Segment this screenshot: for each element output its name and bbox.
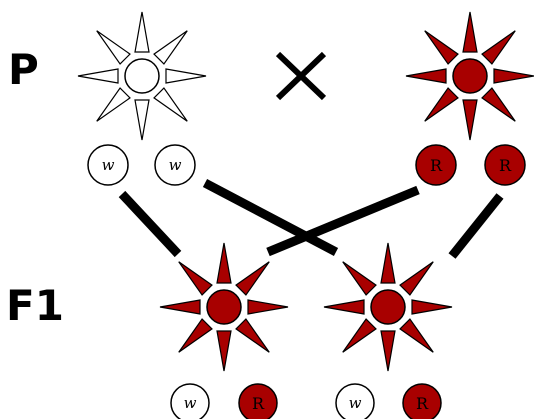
petal: [493, 68, 534, 84]
petal: [424, 30, 459, 65]
allele-circle: R: [402, 383, 442, 419]
line-parent1-w-to-offspring2: [202, 179, 339, 256]
flower-center: [206, 289, 242, 325]
petal: [424, 87, 459, 122]
petal: [481, 30, 516, 65]
petal: [165, 68, 207, 84]
flower-center: [124, 58, 160, 94]
petal: [380, 330, 396, 372]
allele-label: R: [499, 156, 512, 175]
petal: [216, 242, 232, 284]
line-parent2-r-to-offspring2: [448, 193, 504, 259]
petal: [380, 242, 396, 284]
petal: [96, 87, 131, 122]
generation-label-p: P: [8, 45, 39, 94]
flower-center: [370, 289, 406, 325]
parent-flower-white: [77, 11, 207, 141]
offspring-flower-1: [159, 242, 289, 372]
petal: [342, 261, 377, 296]
offspring1-alleles: w R: [170, 383, 278, 419]
offspring2-alleles: w R: [335, 383, 442, 419]
allele-circle: R: [484, 144, 526, 186]
petal: [134, 11, 150, 53]
petal: [405, 68, 447, 84]
petal: [462, 11, 478, 53]
allele-circle: w: [87, 144, 129, 186]
allele-label: w: [349, 394, 362, 412]
parent1-alleles: w w: [87, 144, 196, 186]
petal: [399, 261, 434, 296]
petal: [159, 299, 201, 315]
parent-flower-red: [405, 11, 534, 141]
allele-label: R: [430, 156, 443, 175]
allele-label: R: [252, 394, 265, 413]
allele-circle: R: [238, 383, 278, 419]
allele-label: w: [184, 394, 197, 412]
petal: [247, 299, 289, 315]
petal: [134, 99, 150, 141]
petal: [411, 299, 453, 315]
offspring-flower-2: [323, 242, 453, 372]
allele-circle: w: [154, 144, 196, 186]
line-parent1-w-to-offspring1: [118, 190, 182, 258]
petal: [235, 318, 270, 353]
petal: [323, 299, 365, 315]
petal: [235, 261, 270, 296]
allele-circle: w: [335, 383, 375, 419]
petal: [77, 68, 119, 84]
petal: [216, 330, 232, 372]
petal: [178, 261, 213, 296]
generation-label-f1: F1: [6, 281, 64, 330]
petal: [153, 87, 188, 122]
allele-circle: w: [170, 383, 210, 419]
inheritance-lines: [118, 179, 504, 259]
petal: [153, 30, 188, 65]
petal: [481, 87, 516, 122]
petal: [399, 318, 434, 353]
petal: [462, 99, 478, 141]
cross-symbol: ×: [275, 51, 327, 101]
line-parent2-r-to-offspring1: [266, 185, 420, 257]
allele-label: w: [102, 156, 115, 174]
allele-label: w: [169, 156, 182, 174]
allele-label: R: [416, 394, 429, 413]
allele-circle: R: [415, 144, 457, 186]
parent2-alleles: R R: [415, 144, 526, 186]
petal: [178, 318, 213, 353]
flower-center: [452, 58, 488, 94]
petal: [96, 30, 131, 65]
petal: [342, 318, 377, 353]
cross-symbol-text: ×: [301, 84, 302, 87]
